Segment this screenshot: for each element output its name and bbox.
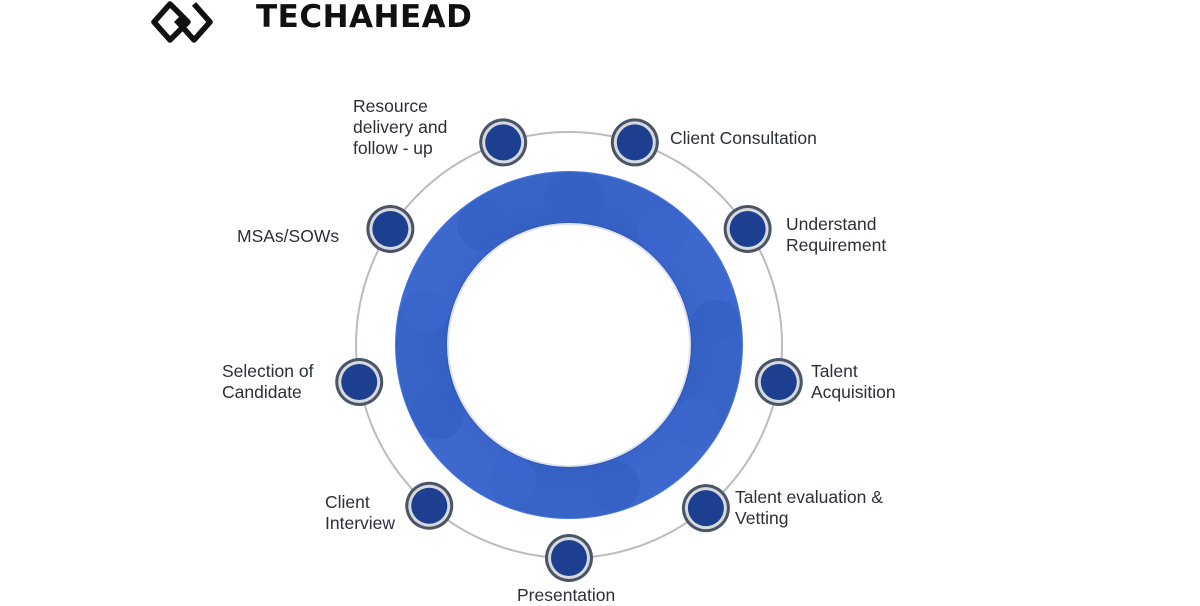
- cycle-ring-segments: [395, 172, 743, 518]
- step-label-selection-of-candidate: Selection of Candidate: [222, 361, 314, 402]
- step-node-client-interview: [405, 481, 454, 530]
- step-node-selection-of-candidate: [335, 357, 384, 406]
- step-label-client-consultation: Client Consultation: [670, 128, 817, 148]
- step-label-talent-evaluation: Talent evaluation & Vetting: [735, 487, 883, 528]
- techahead-logo-icon: [151, 1, 213, 43]
- step-node-presentation: [545, 534, 593, 582]
- step-node-talent-evaluation: [681, 484, 730, 533]
- cycle-ring-inner-shadow: [446, 222, 692, 468]
- step-label-msas-sows: MSAs/SOWs: [237, 226, 340, 246]
- brand-name: TECHAHEAD: [256, 0, 473, 35]
- step-node-understand-requirement: [723, 204, 772, 253]
- cycle-nodes: [335, 118, 803, 582]
- brand-header: TECHAHEAD: [150, 0, 472, 46]
- step-node-msas-sows: [366, 204, 415, 253]
- step-label-presentation: Presentation: [517, 585, 616, 605]
- step-node-client-consultation: [610, 118, 659, 167]
- step-label-resource-delivery: Resource delivery and follow - up: [353, 96, 448, 158]
- step-label-understand-requirement: Understand Requirement: [786, 214, 887, 255]
- step-node-talent-acquisition: [754, 357, 803, 406]
- step-label-client-interview: Client Interview: [325, 492, 396, 533]
- step-label-talent-acquisition: Talent Acquisition: [811, 361, 896, 402]
- cycle-center: [449, 225, 689, 465]
- step-node-resource-delivery: [479, 118, 528, 167]
- ring-segment: [457, 172, 605, 251]
